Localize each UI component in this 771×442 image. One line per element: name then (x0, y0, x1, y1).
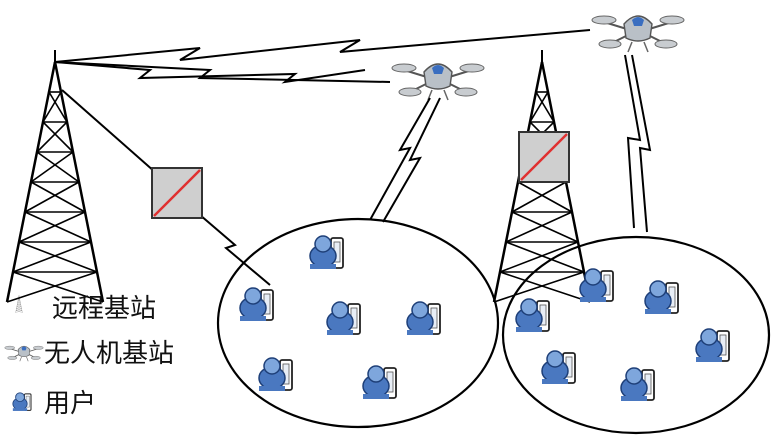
drone-access-links (369, 54, 652, 233)
drone-icon (4, 345, 44, 362)
users-left-cell (239, 235, 441, 400)
remote-base-station-tower (5, 48, 105, 304)
drone-icon-1 (391, 63, 485, 101)
user-icon (406, 301, 441, 336)
user-icon (579, 268, 614, 303)
user-icon (258, 357, 293, 392)
user-icon (620, 367, 655, 402)
user-icon (12, 392, 32, 412)
relay-box-left (150, 166, 204, 220)
backhaul-links (54, 29, 591, 84)
user-icon (326, 301, 361, 336)
user-icon (644, 280, 679, 315)
user-icon (515, 298, 550, 333)
user-icon (362, 365, 397, 400)
coverage-cell-left (216, 217, 500, 429)
relay-box-right (517, 130, 571, 184)
relay-link-left (61, 89, 271, 286)
legend: 远程基站 无人机基站 用户 (4, 294, 174, 419)
user-icon (309, 235, 344, 270)
drone-icon-2 (591, 15, 685, 53)
user-icon (695, 328, 730, 363)
coverage-cell-right (501, 235, 771, 435)
legend-label-user: 用户 (44, 389, 96, 419)
user-icon (541, 350, 576, 385)
legend-label-drone-base-station: 无人机基站 (44, 339, 174, 369)
user-icon (239, 287, 274, 322)
legend-label-remote-base-station: 远程基站 (52, 294, 156, 324)
